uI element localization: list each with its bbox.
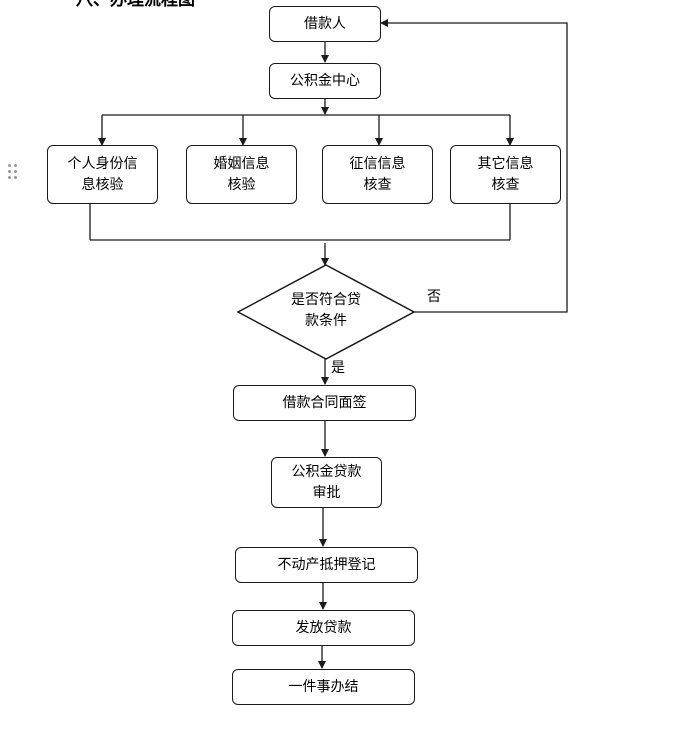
node-other-check: 其它信息核查: [450, 145, 561, 204]
edge-no-label: 否: [427, 289, 441, 305]
decision-label: 是否符合贷 款条件: [291, 292, 361, 329]
node-fund-center: 公积金中心: [269, 63, 381, 99]
edge-no-loop: [380, 19, 568, 313]
edge-yes-label: 是: [331, 360, 345, 376]
node-contract: 借款合同面签: [233, 385, 416, 421]
node-mortgage: 不动产抵押登记: [235, 547, 418, 583]
node-disbursement: 发放贷款: [232, 610, 415, 646]
decision-diamond: [236, 264, 416, 360]
section-title: 八、办理流程图: [76, 0, 195, 10]
node-credit-check: 征信信息核查: [322, 145, 433, 204]
node-borrower: 借款人: [269, 6, 381, 42]
drag-handle-icon[interactable]: [8, 164, 18, 180]
node-approval: 公积金贷款审批: [271, 457, 382, 508]
node-identity-check: 个人身份信息核验: [47, 145, 158, 204]
node-marriage-check: 婚姻信息核验: [186, 145, 297, 204]
node-completion: 一件事办结: [232, 669, 415, 705]
